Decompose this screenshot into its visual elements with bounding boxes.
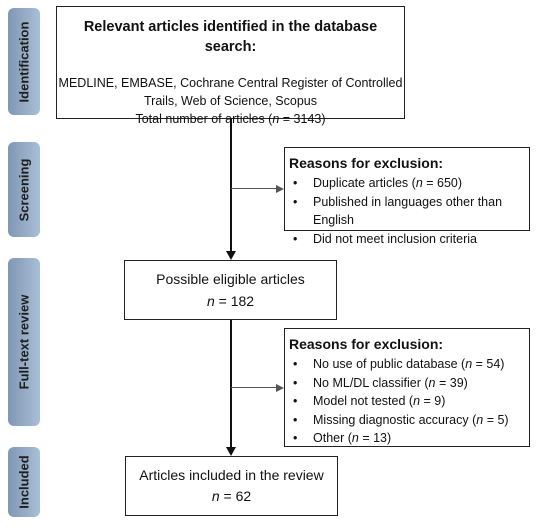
stage-screening: Screening — [8, 142, 40, 237]
stage-included-label: Included — [16, 455, 32, 509]
connector-eligible-to-included — [230, 320, 232, 448]
screening-exclusion-item: Published in languages other than Englis… — [289, 193, 529, 230]
stage-identification: Identification — [8, 8, 40, 115]
eligible-articles-box: Possible eligible articles n = 182 — [124, 260, 337, 320]
fulltext-exclusion-item: Other (n = 13) — [289, 429, 529, 448]
stage-screening-label: Screening — [16, 158, 32, 221]
connector-identification-to-eligible — [230, 119, 232, 252]
database-list-line1: MEDLINE, EMBASE, Cochrane Central Regist… — [58, 76, 403, 90]
fulltext-exclusion-item: No use of public database (n = 54) — [289, 355, 529, 374]
fulltext-exclusion-box: Reasons for exclusion: No use of public … — [284, 328, 530, 447]
screening-exclusion-item: Did not meet inclusion criteria — [289, 230, 529, 249]
screening-exclusion-title: Reasons for exclusion: — [289, 155, 444, 171]
included-articles-box: Articles included in the review n = 62 — [125, 456, 338, 516]
arrow-to-included — [226, 447, 236, 456]
included-articles-title: Articles included in the review — [139, 467, 324, 483]
stage-identification-label: Identification — [16, 21, 32, 102]
eligible-articles-title: Possible eligible articles — [156, 271, 305, 287]
identification-title: Relevant articles identified in the data… — [83, 19, 378, 55]
connector-to-screening-exclusion — [231, 188, 277, 189]
fulltext-exclusion-item: No ML/DL classifier (n = 39) — [289, 374, 529, 393]
arrow-to-eligible — [226, 251, 236, 260]
included-articles-count: n = 62 — [211, 488, 252, 504]
arrow-to-fulltext-exclusion — [276, 383, 284, 392]
fulltext-exclusion-item: Model not tested (n = 9) — [289, 392, 529, 411]
screening-exclusion-item: Duplicate articles (n = 650) — [289, 174, 529, 193]
database-list-line2: Trails, Web of Science, Scopus — [144, 94, 317, 108]
stage-fulltext-review-label: Full-text review — [16, 294, 32, 390]
fulltext-exclusion-item: Missing diagnostic accuracy (n = 5) — [289, 411, 529, 430]
stage-fulltext-review: Full-text review — [8, 258, 40, 426]
identification-box: Relevant articles identified in the data… — [56, 6, 405, 126]
total-articles-count: Total number of articles (n = 3143) — [135, 112, 326, 126]
fulltext-exclusion-title: Reasons for exclusion: — [289, 336, 444, 352]
connector-to-fulltext-exclusion — [231, 387, 277, 388]
stage-included: Included — [8, 447, 40, 517]
eligible-articles-count: n = 182 — [206, 293, 255, 309]
arrow-to-screening-exclusion — [276, 184, 284, 193]
screening-exclusion-box: Reasons for exclusion: Duplicate article… — [284, 147, 530, 248]
